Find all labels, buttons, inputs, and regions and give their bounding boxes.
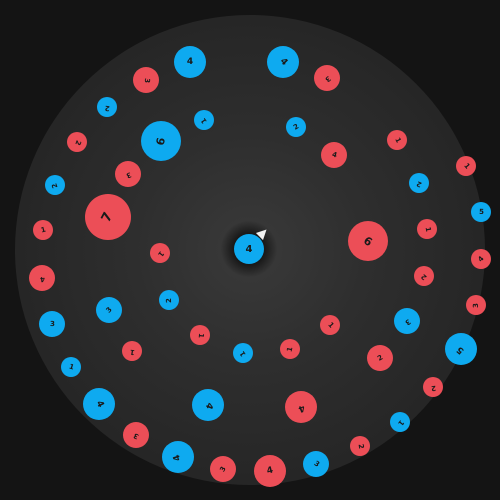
red-orb[interactable]: 4 — [254, 455, 286, 487]
blue-orb[interactable]: 1 — [233, 343, 253, 363]
orb-value: 2 — [164, 297, 173, 303]
orb-value: 2 — [356, 442, 365, 450]
red-orb[interactable]: 1 — [122, 341, 142, 361]
blue-orb[interactable]: 4 — [192, 389, 224, 421]
orb-value: 4 — [171, 452, 184, 462]
orb-value: 2 — [414, 178, 423, 189]
blue-orb[interactable]: 1 — [390, 412, 410, 432]
blue-orb[interactable]: 1 — [61, 357, 81, 377]
orb-value: 4 — [186, 56, 194, 67]
orb-value: 2 — [430, 383, 436, 392]
blue-orb[interactable]: 4 — [174, 46, 206, 78]
red-orb[interactable]: 4 — [321, 142, 347, 168]
red-orb[interactable]: 2 — [414, 266, 434, 286]
blue-orb[interactable]: 2 — [159, 290, 179, 310]
orb-value: 2 — [72, 138, 83, 146]
orb-value: 3 — [471, 302, 480, 308]
orb-value: 6 — [153, 135, 169, 147]
orb-value: 1 — [128, 347, 135, 356]
blue-orb[interactable]: 1 — [194, 110, 214, 130]
orb-value: 1 — [461, 161, 471, 171]
red-orb[interactable]: 4 — [285, 391, 317, 423]
red-orb[interactable]: 1 — [417, 219, 437, 239]
blue-orb[interactable]: 6 — [141, 121, 181, 161]
player-value: 4 — [245, 243, 253, 255]
red-orb[interactable]: 1 — [387, 130, 407, 150]
orb-value: 5 — [478, 207, 484, 216]
orb-value: 3 — [322, 73, 332, 84]
red-orb[interactable]: 3 — [210, 456, 236, 482]
blue-orb[interactable]: 3 — [303, 451, 329, 477]
red-orb[interactable]: 1 — [456, 156, 476, 176]
orb-value: 4 — [93, 398, 106, 409]
blue-orb[interactable]: 3 — [96, 297, 122, 323]
orb-value: 3 — [131, 430, 140, 441]
player-orb[interactable]: 4 — [234, 234, 264, 264]
orb-value: 1 — [67, 361, 75, 372]
orb-value: 1 — [395, 417, 406, 427]
blue-orb[interactable]: 3 — [394, 308, 420, 334]
orb-value: 4 — [202, 400, 215, 410]
orb-value: 4 — [39, 274, 45, 283]
blue-orb[interactable]: 5 — [471, 202, 491, 222]
blue-orb[interactable]: 2 — [97, 97, 117, 117]
red-orb[interactable]: 4 — [471, 249, 491, 269]
red-orb[interactable]: 2 — [67, 132, 87, 152]
orb-value: 5 — [455, 343, 467, 356]
blue-orb[interactable]: 2 — [409, 173, 429, 193]
red-orb[interactable]: 1 — [33, 220, 53, 240]
red-orb[interactable]: 2 — [367, 345, 393, 371]
orb-value: 6 — [361, 233, 375, 249]
red-orb[interactable]: 3 — [466, 295, 486, 315]
blue-orb[interactable]: 4 — [83, 388, 115, 420]
blue-orb[interactable]: 3 — [39, 311, 65, 337]
red-orb[interactable]: 2 — [423, 377, 443, 397]
orb-value: 1 — [392, 135, 403, 144]
blue-orb[interactable]: 2 — [45, 175, 65, 195]
orb-value: 1 — [237, 349, 248, 358]
orb-value: 2 — [419, 271, 429, 282]
blue-orb[interactable]: 2 — [286, 117, 306, 137]
red-orb[interactable]: 7 — [85, 194, 131, 240]
orb-value: 3 — [49, 319, 55, 328]
orb-value: 1 — [423, 225, 432, 233]
orb-value: 2 — [103, 103, 110, 112]
blue-orb[interactable]: 5 — [445, 333, 477, 365]
red-orb[interactable]: 1 — [190, 325, 210, 345]
orb-value: 1 — [285, 345, 294, 353]
blue-orb[interactable]: 4 — [162, 441, 194, 473]
red-orb[interactable]: 3 — [314, 65, 340, 91]
orb-value: 4 — [476, 254, 486, 264]
orb-value: 3 — [217, 464, 228, 473]
orb-value: 7 — [99, 209, 117, 225]
orb-value: 3 — [142, 77, 151, 83]
orb-value: 2 — [291, 121, 300, 132]
blue-orb[interactable]: 4 — [267, 46, 299, 78]
orb-value: 1 — [39, 225, 47, 235]
orb-value: 4 — [277, 55, 290, 68]
orb-value: 3 — [402, 316, 412, 327]
red-orb[interactable]: 1 — [150, 243, 170, 263]
red-orb[interactable]: 4 — [29, 265, 55, 291]
red-orb[interactable]: 6 — [348, 221, 388, 261]
orb-value: 1 — [325, 320, 335, 330]
orb-value: 1 — [196, 332, 205, 338]
orb-value: 2 — [49, 181, 60, 189]
orb-value: 3 — [124, 169, 133, 180]
red-orb[interactable]: 3 — [123, 422, 149, 448]
orb-value: 4 — [296, 401, 306, 414]
red-orb[interactable]: 3 — [133, 67, 159, 93]
red-orb[interactable]: 1 — [320, 315, 340, 335]
red-orb[interactable]: 2 — [350, 436, 370, 456]
orb-value: 1 — [155, 248, 166, 258]
orb-value: 1 — [198, 115, 209, 125]
red-orb[interactable]: 3 — [115, 161, 141, 187]
red-orb[interactable]: 1 — [280, 339, 300, 359]
orb-value: 4 — [330, 150, 338, 160]
orb-value: 3 — [312, 458, 321, 469]
orb-value: 3 — [104, 305, 114, 315]
orb-value: 2 — [375, 352, 384, 363]
orb-value: 4 — [265, 464, 275, 477]
